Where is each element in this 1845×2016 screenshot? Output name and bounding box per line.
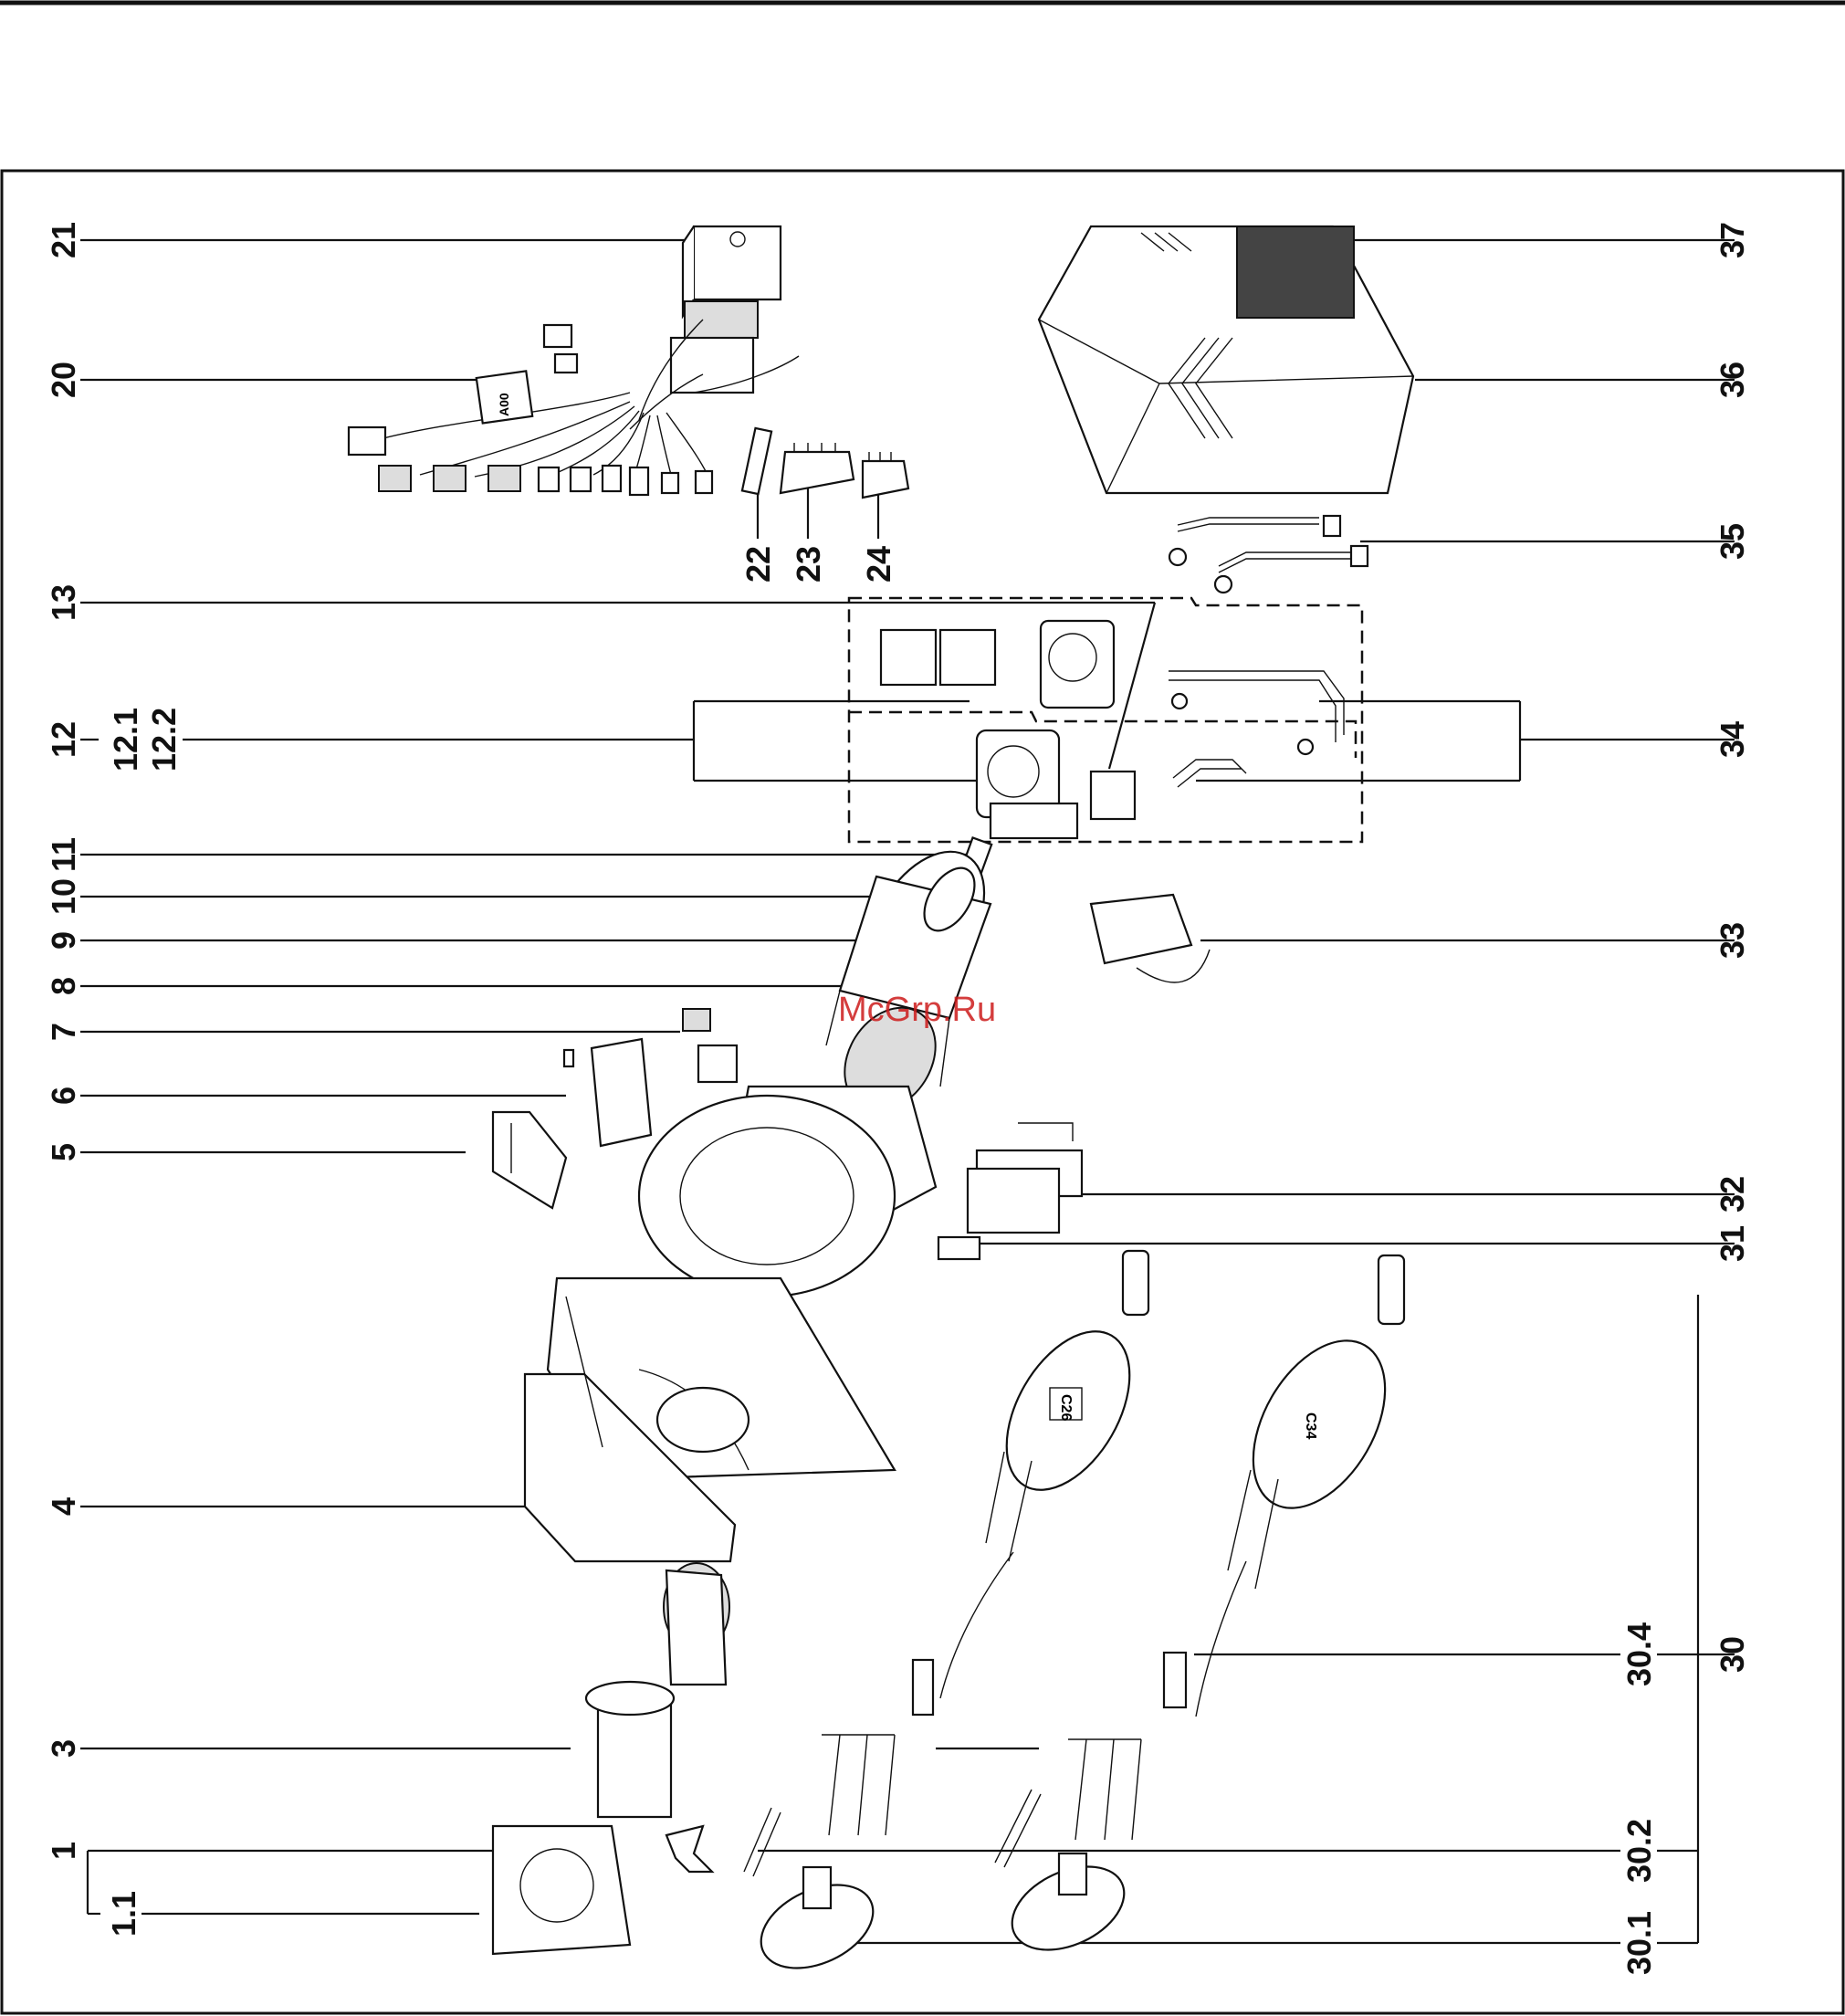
part-1-flange bbox=[493, 1826, 630, 1954]
part-8-motor bbox=[826, 831, 1008, 1127]
callouts-top: 22 23 24 bbox=[739, 546, 897, 583]
callouts-left: 21 20 13 12 12.1 12.2 11 10 9 8 7 6 5 4 … bbox=[45, 222, 183, 1937]
callout-32: 32 bbox=[1714, 1176, 1751, 1213]
callout-24: 24 bbox=[860, 546, 897, 583]
part-21-control-unit bbox=[630, 226, 781, 429]
part-20-marking: A00 bbox=[497, 393, 511, 416]
callout-10: 10 bbox=[45, 878, 82, 915]
head-1-marking: C26 bbox=[1058, 1394, 1074, 1421]
part-5-bracket bbox=[493, 1112, 566, 1208]
callout-20: 20 bbox=[45, 362, 82, 398]
callout-31: 31 bbox=[1714, 1225, 1751, 1262]
callout-35: 35 bbox=[1714, 523, 1751, 560]
part-20-block: A00 bbox=[477, 371, 532, 423]
callout-12: 12 bbox=[45, 721, 82, 758]
head-2-marking: C34 bbox=[1303, 1412, 1318, 1439]
diagram-frame bbox=[2, 171, 1843, 2013]
part-33-relay bbox=[1091, 895, 1210, 982]
callout-5: 5 bbox=[45, 1143, 82, 1161]
part-23-terminal bbox=[781, 443, 854, 493]
callout-30-1: 30.1 bbox=[1620, 1911, 1658, 1975]
callout-30-2: 30.2 bbox=[1620, 1819, 1658, 1883]
part-3-blast-tube bbox=[586, 1563, 729, 1817]
part-37-grille bbox=[1237, 226, 1354, 318]
part-6-transformer bbox=[564, 1039, 651, 1146]
callout-11: 11 bbox=[45, 837, 82, 872]
callout-4: 4 bbox=[45, 1497, 82, 1516]
part-12-oil-pump bbox=[977, 730, 1077, 838]
callout-1-1: 1.1 bbox=[105, 1891, 142, 1937]
part-7-capacitor bbox=[683, 1009, 737, 1082]
part-32-ignition-transformer bbox=[968, 1123, 1082, 1233]
part-36-cover bbox=[1039, 226, 1413, 493]
callout-12-2: 12.2 bbox=[145, 708, 183, 772]
callout-30-4: 30.4 bbox=[1620, 1622, 1658, 1686]
callout-7: 7 bbox=[45, 1023, 82, 1041]
callout-8: 8 bbox=[45, 977, 82, 995]
callout-12-1: 12.1 bbox=[107, 708, 144, 772]
watermark: McGrp.Ru bbox=[838, 991, 996, 1029]
callout-9: 9 bbox=[45, 931, 82, 950]
callout-33: 33 bbox=[1714, 922, 1751, 959]
callout-3: 3 bbox=[45, 1739, 82, 1758]
callout-37: 37 bbox=[1714, 222, 1751, 258]
callout-30: 30 bbox=[1714, 1636, 1751, 1673]
part-35-fuel-pipes bbox=[1169, 516, 1368, 593]
callout-22: 22 bbox=[739, 546, 777, 583]
callout-23: 23 bbox=[790, 546, 827, 583]
callout-21: 21 bbox=[45, 222, 82, 258]
callout-36: 36 bbox=[1714, 362, 1751, 398]
part-30-1-diffuser bbox=[748, 1850, 1137, 1984]
callout-6: 6 bbox=[45, 1087, 82, 1105]
part-30-2-electrodes bbox=[666, 1790, 1041, 1876]
part-4-housing bbox=[525, 1096, 895, 1561]
callout-34: 34 bbox=[1714, 721, 1751, 758]
callouts-right: 37 36 35 34 33 32 31 30 30.4 30.2 30.1 bbox=[1620, 222, 1751, 1975]
callout-1: 1 bbox=[45, 1842, 82, 1860]
callout-13: 13 bbox=[45, 584, 82, 621]
part-24-terminal bbox=[863, 452, 908, 498]
